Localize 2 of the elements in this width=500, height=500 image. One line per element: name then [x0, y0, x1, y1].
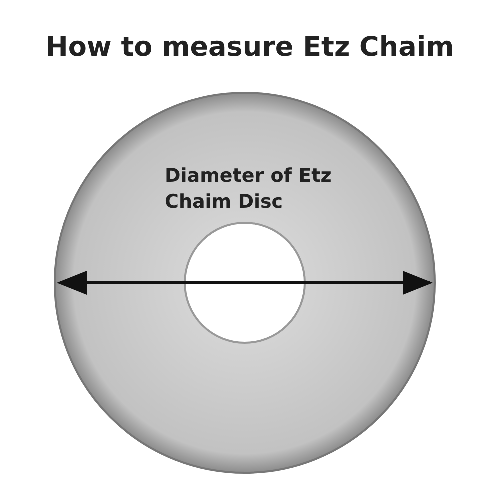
dimension-label: Diameter of Etz Chaim Disc [165, 164, 333, 215]
title: How to measure Etz Chaim [44, 32, 456, 63]
